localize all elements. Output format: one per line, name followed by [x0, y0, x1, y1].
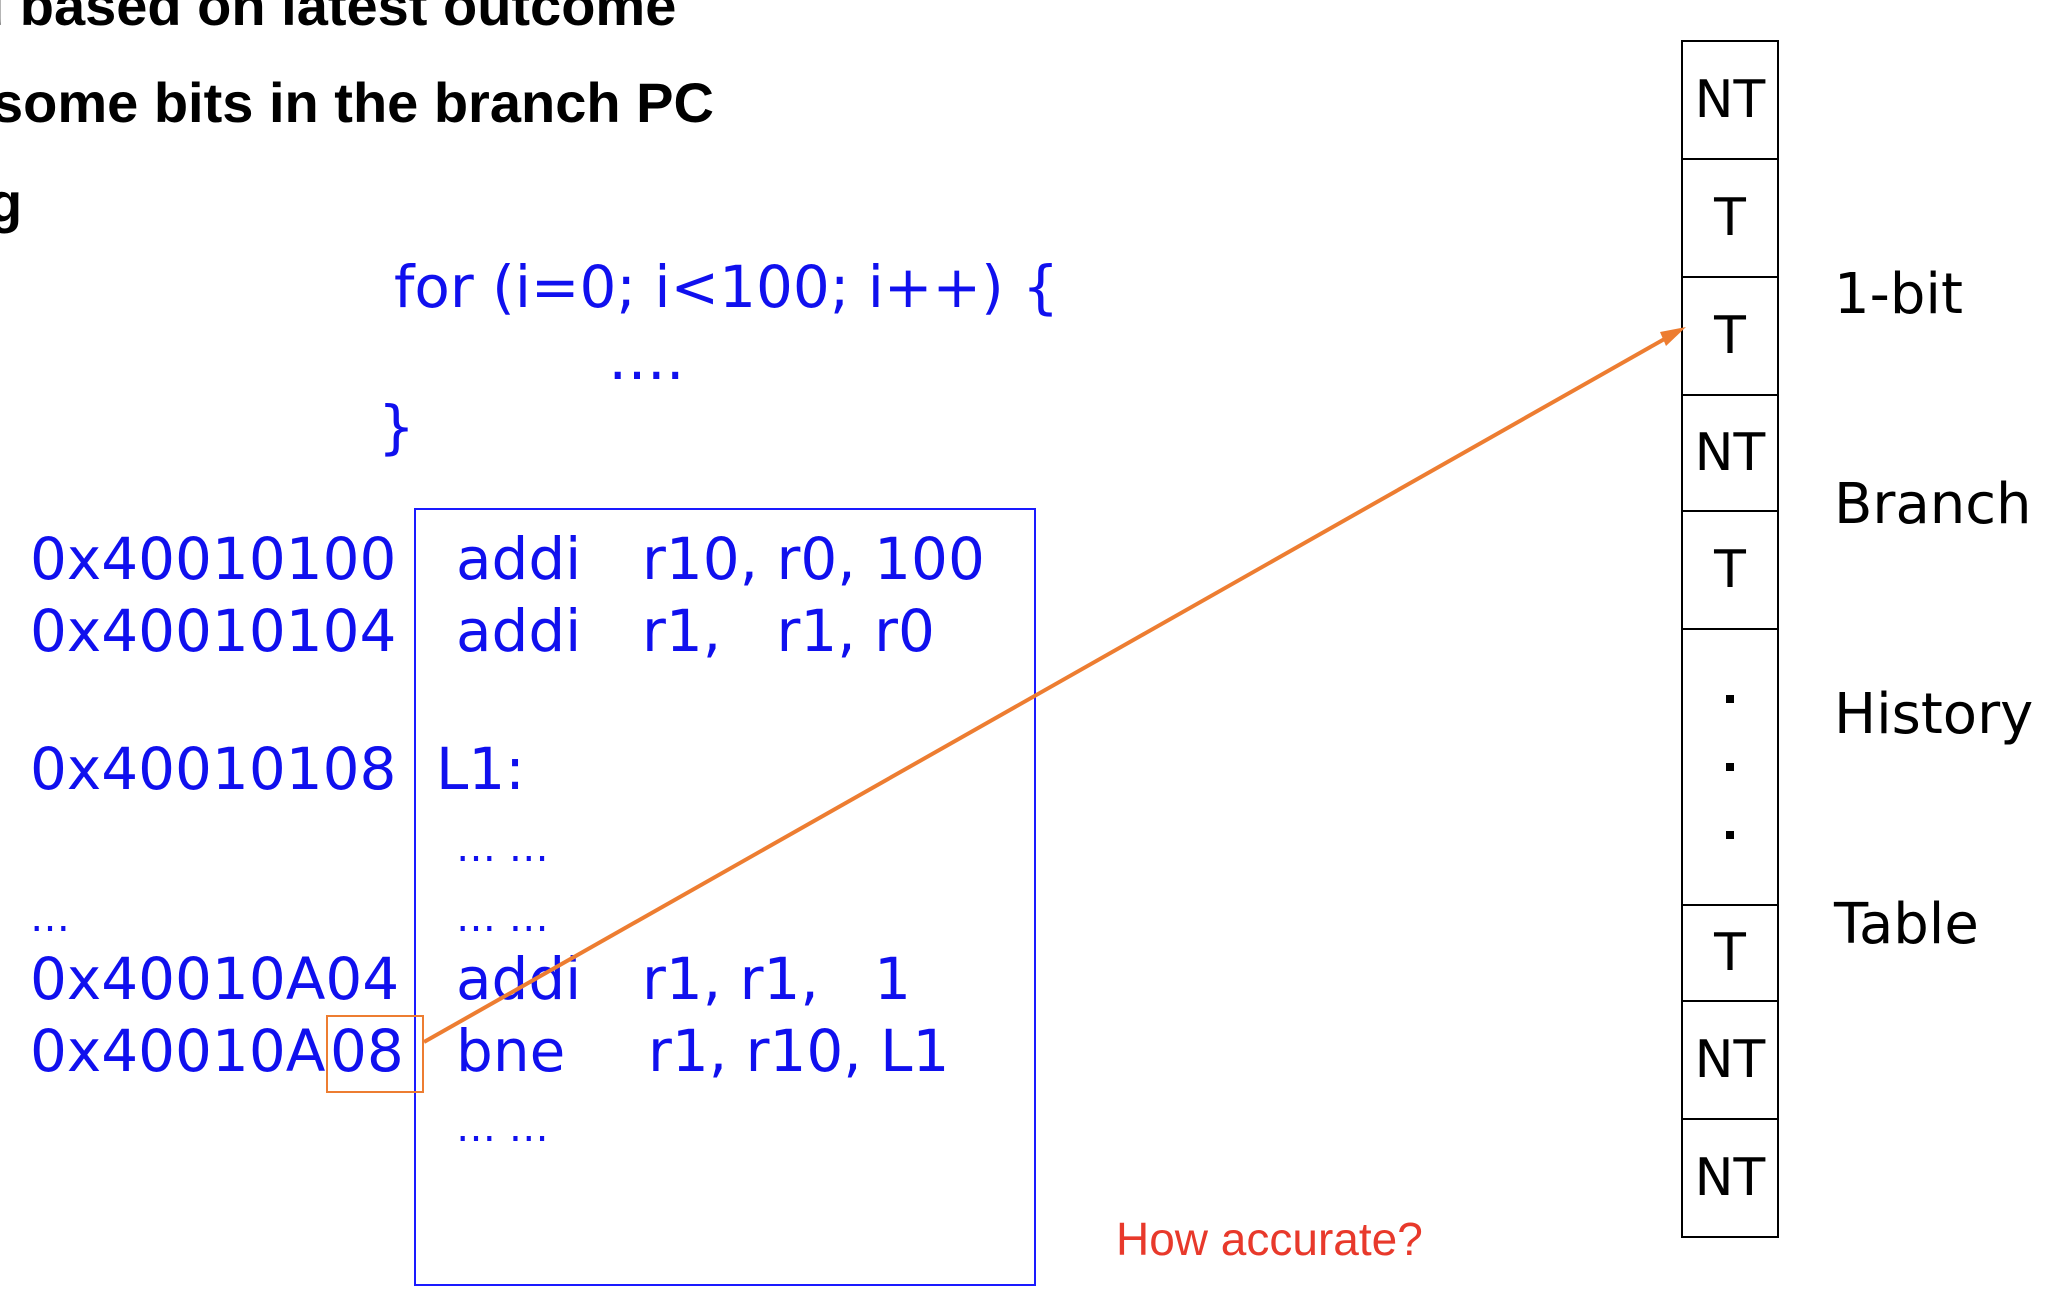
- heading-line-1: d based on latest outcome: [0, 0, 677, 37]
- instr-2-args: r1, r1, r0: [642, 597, 935, 665]
- instr-2-op: addi: [456, 597, 582, 665]
- bht-entry: NT: [1683, 1002, 1777, 1120]
- pc-index-bits-highlight: [326, 1015, 424, 1093]
- loop-body-ellipsis: ….: [608, 325, 685, 393]
- bht-label-line: 1-bit: [1834, 262, 1963, 327]
- bht-ellipsis: [1683, 630, 1777, 906]
- bht-label-line: History: [1834, 682, 2034, 747]
- heading-line-2: some bits in the branch PC: [0, 71, 714, 134]
- loop-close-brace: }: [378, 393, 415, 461]
- instr-ellipsis-2: … …: [456, 895, 549, 941]
- address-ellipsis: …: [30, 895, 70, 941]
- bht-dot: [1726, 695, 1734, 703]
- bht-label: 1-bit Branch History Table: [1834, 120, 2033, 1030]
- instr-4-op: bne: [456, 1017, 566, 1085]
- instr-1-args: r10, r0, 100: [642, 525, 985, 593]
- instr-ellipsis-3: … …: [456, 1105, 549, 1151]
- bht-entry: T: [1683, 512, 1777, 630]
- address-4: 0x40010A04: [30, 945, 400, 1013]
- address-5-low-bits: 08: [330, 1017, 404, 1085]
- bht-label-line: Branch: [1834, 472, 2032, 537]
- bht-entry: T: [1683, 160, 1777, 278]
- bht-entry: NT: [1694, 1148, 1766, 1208]
- bht-entry: NT: [1683, 396, 1777, 512]
- loop-header: for (i=0; i<100; i++) {: [394, 253, 1060, 321]
- index-arrow-head: [1660, 327, 1686, 346]
- bht-dot: [1726, 763, 1734, 771]
- bht-entry: T: [1683, 278, 1777, 396]
- instr-4-args: r1, r10, L1: [648, 1017, 950, 1085]
- label-l1: L1:: [436, 735, 525, 803]
- index-arrow-line: [423, 335, 1669, 1044]
- address-3: 0x40010108: [30, 735, 397, 803]
- instr-3-op: addi: [456, 945, 582, 1013]
- instr-3-args: r1, r1, 1: [642, 945, 912, 1013]
- address-5-prefix: 0x40010A: [30, 1017, 326, 1085]
- branch-history-table: NT T T NT T T NT NT: [1681, 40, 1779, 1238]
- bht-label-line: Table: [1834, 892, 1979, 957]
- heading-line-3: g: [0, 171, 23, 234]
- bht-entry: T: [1683, 906, 1777, 1002]
- accuracy-question: How accurate?: [1116, 1213, 1423, 1265]
- instr-1-op: addi: [456, 525, 582, 593]
- instruction-box: [414, 508, 1036, 1286]
- address-1: 0x40010100: [30, 525, 397, 593]
- bht-dot: [1726, 831, 1734, 839]
- address-2: 0x40010104: [30, 597, 397, 665]
- bht-entry: NT: [1683, 42, 1777, 160]
- instr-ellipsis-1: … …: [456, 825, 549, 871]
